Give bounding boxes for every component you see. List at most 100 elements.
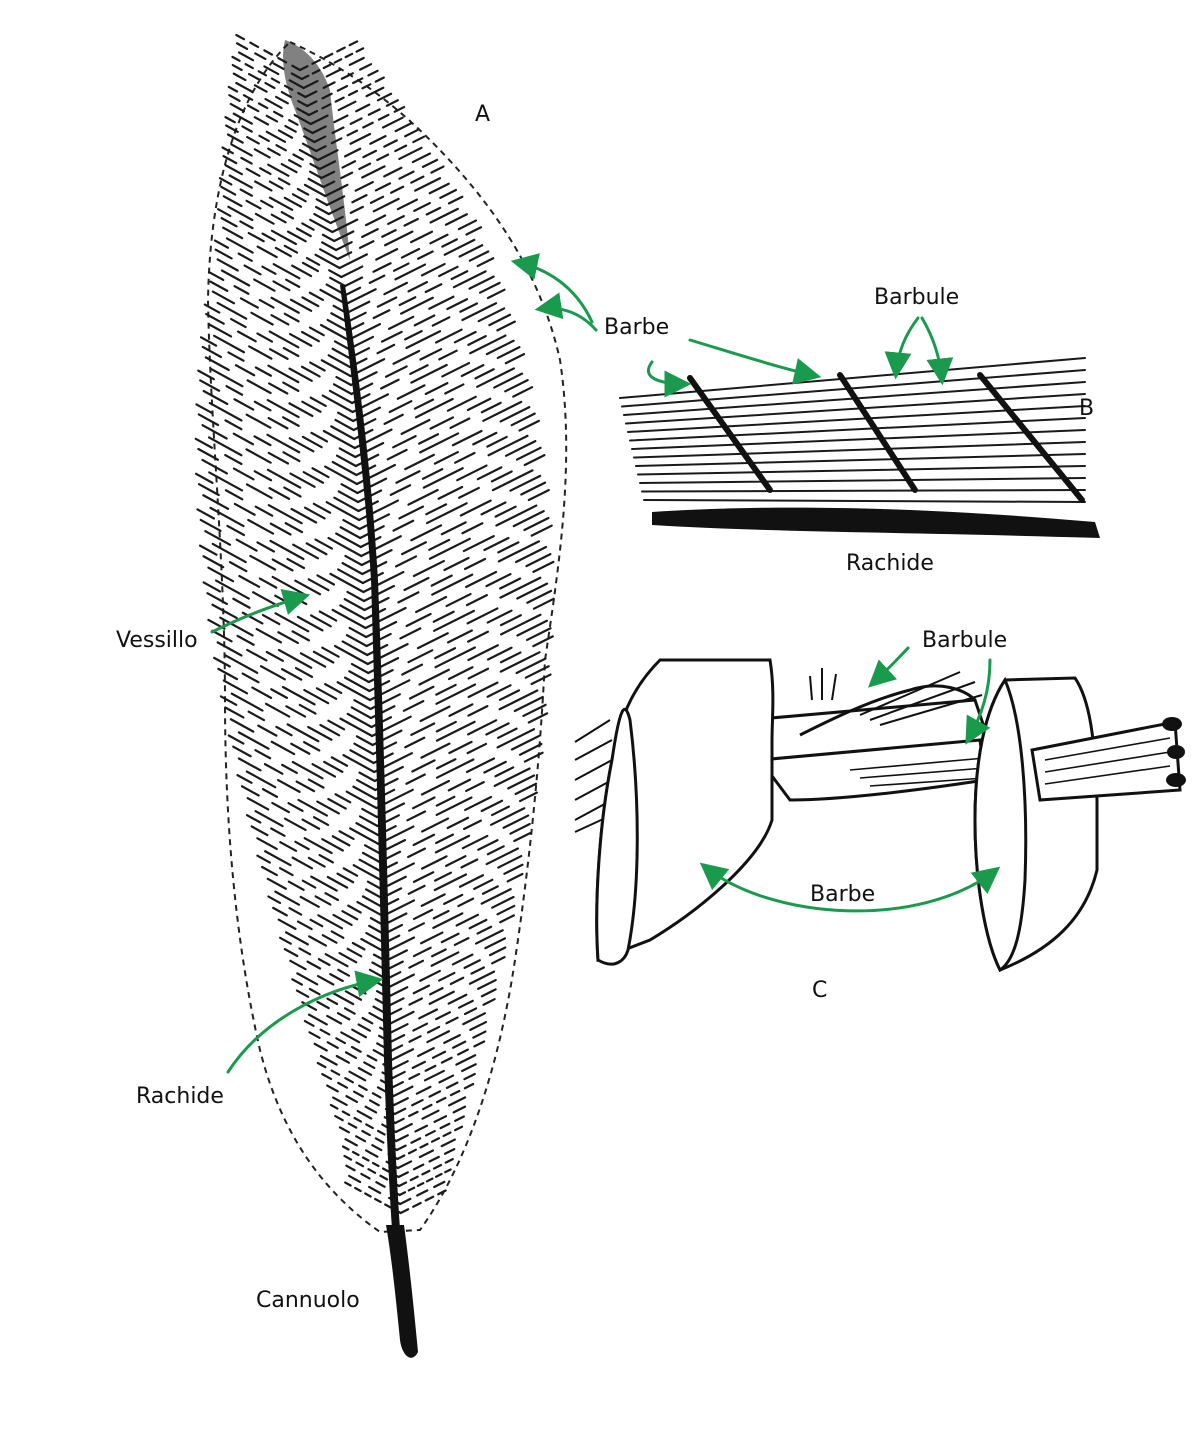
barb-stroke xyxy=(266,877,287,890)
barb-stroke xyxy=(270,827,286,837)
barb-stroke xyxy=(419,348,443,361)
barb-stroke xyxy=(235,33,246,41)
barb-stroke xyxy=(421,817,450,833)
barb-stroke xyxy=(526,589,553,604)
barb-stroke xyxy=(488,946,507,957)
barb-stroke xyxy=(336,681,371,702)
barb-stroke xyxy=(270,213,287,224)
barb-stroke xyxy=(513,695,544,713)
barb-stroke xyxy=(393,105,406,113)
barb-stroke xyxy=(424,1129,436,1137)
barb-stroke xyxy=(493,372,524,389)
barb-stroke xyxy=(530,524,553,537)
barb-stroke xyxy=(361,1016,374,1025)
barb-stroke xyxy=(367,1168,377,1174)
barb-stroke xyxy=(337,100,357,112)
barb-stroke xyxy=(350,662,370,675)
barb-stroke xyxy=(348,1174,362,1184)
barb-stroke xyxy=(324,892,340,902)
barb-stroke xyxy=(439,188,458,199)
barb-stroke xyxy=(283,312,300,323)
barb-stroke xyxy=(442,1131,452,1138)
barb-stroke xyxy=(497,727,518,739)
barb-stroke xyxy=(318,853,334,864)
barb-stroke xyxy=(369,705,396,720)
barb-stroke xyxy=(264,97,283,110)
barb-stroke xyxy=(244,62,254,70)
barb-stroke xyxy=(485,339,515,356)
barb-stroke xyxy=(418,1149,435,1159)
barb-stroke xyxy=(312,816,330,827)
barb-stroke xyxy=(458,874,485,888)
barb-stroke xyxy=(364,1105,378,1114)
barb-stroke xyxy=(197,369,215,381)
barbule-stroke xyxy=(637,465,1086,476)
barb-stroke xyxy=(307,778,325,789)
barb-stroke xyxy=(344,52,354,59)
barb-stroke xyxy=(412,1163,425,1171)
barb-stroke xyxy=(270,296,300,314)
barb-stroke xyxy=(270,77,281,84)
barb-stroke xyxy=(504,440,537,457)
barb-stroke xyxy=(199,336,218,347)
barb-stroke xyxy=(291,630,311,642)
barb-stroke xyxy=(230,317,247,329)
barb-stroke xyxy=(336,1012,351,1021)
barb-stroke xyxy=(207,323,233,338)
barb-stroke xyxy=(480,799,504,813)
barb-stroke xyxy=(318,610,338,622)
barb-stroke xyxy=(425,503,448,516)
barb-stroke xyxy=(412,908,434,921)
barb-stroke xyxy=(408,1072,421,1080)
barb-stroke xyxy=(232,72,247,82)
barb-stroke xyxy=(344,990,363,1001)
barb-stroke xyxy=(201,345,223,359)
barb-stroke xyxy=(211,603,238,620)
barb-stroke xyxy=(389,1044,404,1053)
barb-stroke xyxy=(327,354,352,369)
barb-stroke xyxy=(428,1090,442,1098)
barb-stroke xyxy=(407,1186,416,1192)
barb-stroke xyxy=(429,987,444,996)
barb-stroke xyxy=(402,700,425,712)
label-barbule-c: Barbule xyxy=(922,628,1008,653)
barb-stroke xyxy=(284,931,309,946)
barb-stroke xyxy=(270,688,289,699)
barb-stroke xyxy=(253,84,268,93)
barb-stroke xyxy=(365,620,398,639)
barb-stroke xyxy=(341,640,369,657)
barb-stroke xyxy=(372,197,400,213)
barb-stroke xyxy=(266,398,300,419)
barb-stroke xyxy=(280,211,295,220)
barb-stroke xyxy=(226,524,246,537)
barb-stroke xyxy=(199,518,222,532)
barb-stroke xyxy=(430,1137,441,1143)
barb-stroke xyxy=(286,230,307,243)
barb-stroke xyxy=(358,513,391,531)
barb-stroke xyxy=(445,1016,459,1025)
barb-stroke xyxy=(332,383,353,396)
barb-stroke xyxy=(412,1022,429,1032)
barb-stroke xyxy=(447,195,464,205)
barb-stroke xyxy=(394,1117,405,1125)
barb-stroke xyxy=(300,330,320,343)
barb-stroke xyxy=(518,791,538,803)
barb-stroke xyxy=(301,879,317,889)
barb-stroke xyxy=(407,884,426,895)
barb-stroke xyxy=(413,201,431,212)
barb-stroke xyxy=(313,212,332,225)
barb-stroke xyxy=(376,1129,386,1136)
barb-stroke xyxy=(407,488,439,506)
barb-stroke xyxy=(275,725,293,737)
barb-stroke xyxy=(277,631,299,645)
barb-stroke xyxy=(267,147,281,157)
barb-stroke xyxy=(449,976,465,986)
barb-stroke xyxy=(336,85,349,92)
barb-stroke xyxy=(396,198,419,211)
barb-stroke xyxy=(392,1085,414,1098)
barb-stroke xyxy=(441,238,458,248)
barb-stroke xyxy=(333,496,360,513)
barb-stroke xyxy=(432,909,450,920)
panel-letter-a: A xyxy=(475,102,491,127)
barb-stroke xyxy=(395,470,421,484)
